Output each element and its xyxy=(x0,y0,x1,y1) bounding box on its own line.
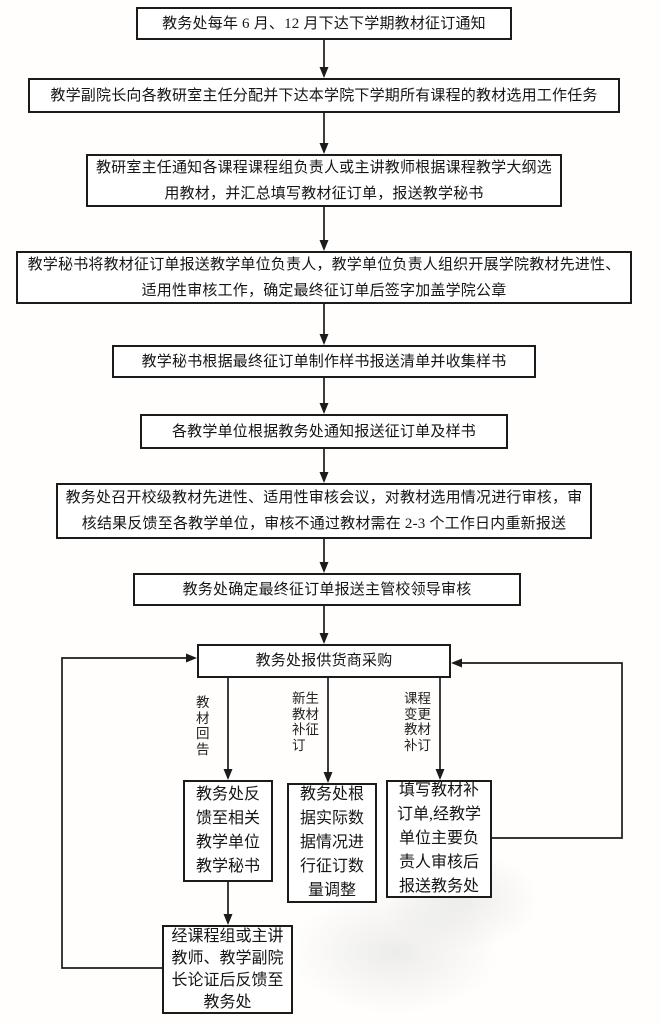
node-vice-dean-assign: 教学副院长向各教研室主任分配并下达本学院下学期所有课程的教材选用工作任务 xyxy=(28,78,620,113)
node-order-notice: 教务处每年 6 月、12 月下达下学期教材征订通知 xyxy=(136,7,512,40)
edge-label-textbook-report: 教 材 回 告 xyxy=(196,695,210,757)
node-office-director-notify: 教研室主任通知各课程课程组负责人或主讲教师根据课程教学大纲选 用教材，并汇总填写… xyxy=(86,154,562,207)
edge-label-freshman-supplement: 新生 教材 补征 订 xyxy=(292,691,319,753)
node-secretary-sample-books: 教学秘书根据最终征订单制作样书报送清单并收集样书 xyxy=(112,345,536,378)
node-adjust-order-quantity: 教务处根 据实际数 据情况进 行征订数 量调整 xyxy=(287,783,377,903)
node-units-submit-orders: 各教学单位根据教务处通知报送征订单及样书 xyxy=(140,414,508,449)
watermark-blob xyxy=(290,890,500,1015)
node-leader-final-review: 教务处确定最终征订单报送主管校领导审核 xyxy=(133,573,521,606)
node-feedback-to-units: 教务处反 馈至相关 教学单位 教学秘书 xyxy=(183,780,273,882)
node-supplier-purchase: 教务处报供货商采购 xyxy=(197,644,451,678)
node-secretary-submit-review: 教学秘书将教材征订单报送教学单位负责人，教学单位负责人组织开展学院教材先进性、 … xyxy=(16,251,632,304)
node-demonstrate-feedback: 经课程组或主讲 教师、教学副院 长论证后反馈至 教务处 xyxy=(162,925,293,1014)
edge-label-course-change: 课程 变更 教材 补订 xyxy=(404,691,431,753)
node-fill-supplement-order: 填写教材补 订单,经教学 单位主要负 责人审核后 报送教务处 xyxy=(386,780,492,898)
node-school-level-review: 教务处召开校级教材先进性、适用性审核会议，对教材选用情况进行审核，审 核结果反馈… xyxy=(56,483,592,539)
